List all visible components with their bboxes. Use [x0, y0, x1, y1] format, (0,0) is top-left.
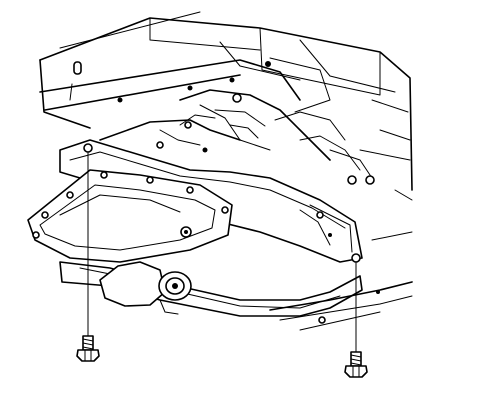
bolt-right: [344, 351, 368, 378]
lower-floor: [269, 231, 413, 331]
floor-pan: [39, 11, 413, 201]
crossmember-bolt-hole-left: [83, 143, 93, 153]
leader-lines: [87, 151, 357, 353]
bolt-left: [76, 335, 100, 362]
transmission-oil-pan: [27, 169, 233, 263]
crossmember-bolt-hole-right: [351, 253, 361, 263]
tailshaft-and-pipe: [59, 261, 363, 317]
frame-rail-upper: [39, 59, 301, 111]
center-tunnel: [99, 89, 375, 185]
slot-hole: [73, 61, 82, 75]
